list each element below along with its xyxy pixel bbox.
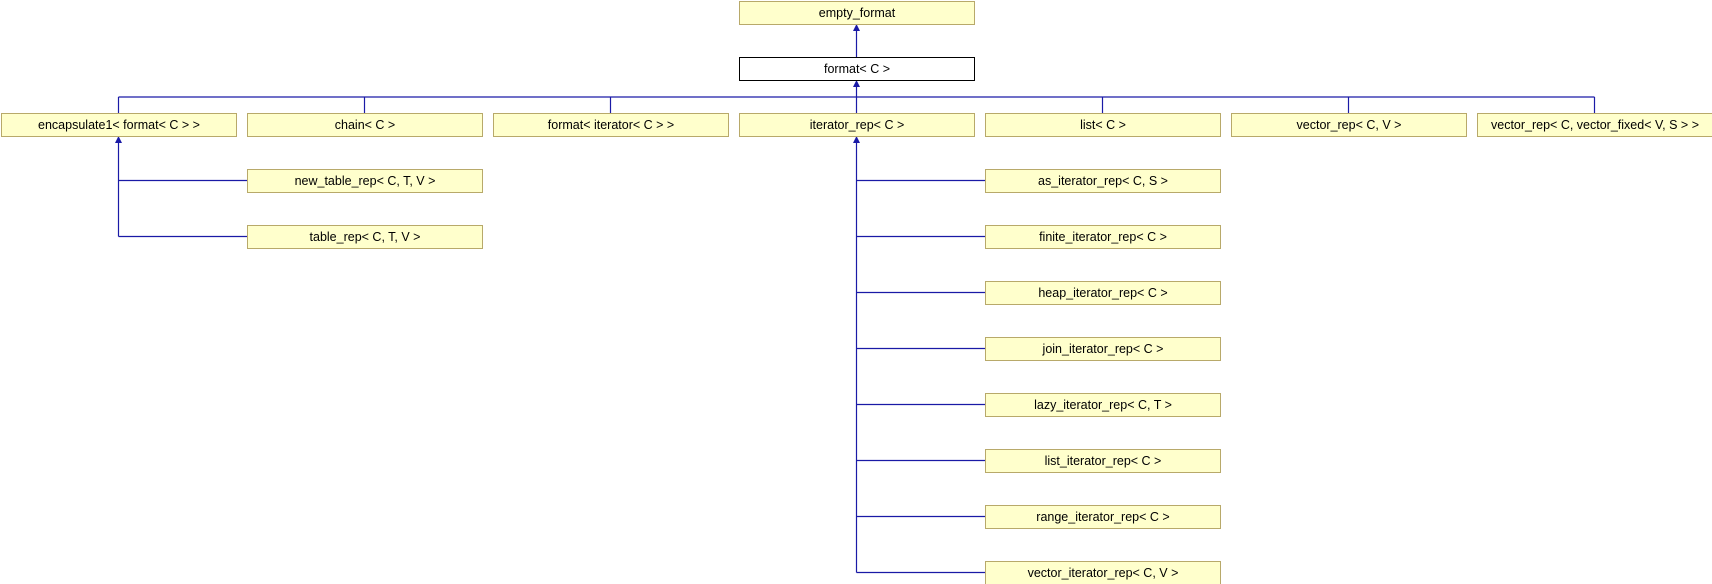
class-node-new-table-rep[interactable]: new_table_rep< C, T, V >: [247, 169, 483, 193]
class-label: finite_iterator_rep< C >: [1039, 230, 1167, 244]
class-box[interactable]: [985, 393, 1221, 417]
class-box[interactable]: [985, 169, 1221, 193]
class-label: lazy_iterator_rep< C, T >: [1034, 398, 1172, 412]
class-label: list_iterator_rep< C >: [1045, 454, 1162, 468]
class-box[interactable]: [1231, 113, 1467, 137]
class-label: as_iterator_rep< C, S >: [1038, 174, 1168, 188]
class-node-table-rep[interactable]: table_rep< C, T, V >: [247, 225, 483, 249]
class-box[interactable]: [739, 57, 975, 81]
class-box[interactable]: [739, 1, 975, 25]
arrowhead-iterator_rep: [853, 136, 860, 143]
class-node-vector-rep-fixed[interactable]: vector_rep< C, vector_fixed< V, S > >: [1477, 113, 1712, 137]
class-box[interactable]: [985, 505, 1221, 529]
class-label: format< C >: [824, 62, 890, 76]
arrowhead-encapsulate1: [115, 136, 122, 143]
class-box[interactable]: [985, 449, 1221, 473]
class-node-vector-iterator-rep[interactable]: vector_iterator_rep< C, V >: [985, 561, 1221, 584]
arrowhead-format: [853, 80, 860, 87]
class-box[interactable]: [493, 113, 729, 137]
class-box[interactable]: [1477, 113, 1712, 137]
class-label: new_table_rep< C, T, V >: [295, 174, 436, 188]
class-node-format[interactable]: format< C >: [739, 57, 975, 81]
class-node-lazy-iterator-rep[interactable]: lazy_iterator_rep< C, T >: [985, 393, 1221, 417]
class-label: list< C >: [1080, 118, 1126, 132]
class-label: table_rep< C, T, V >: [310, 230, 421, 244]
class-node-finite-iterator-rep[interactable]: finite_iterator_rep< C >: [985, 225, 1221, 249]
class-box[interactable]: [985, 113, 1221, 137]
class-label: vector_rep< C, V >: [1297, 118, 1402, 132]
class-label: range_iterator_rep< C >: [1036, 510, 1169, 524]
class-box[interactable]: [985, 225, 1221, 249]
class-label: vector_rep< C, vector_fixed< V, S > >: [1491, 118, 1699, 132]
class-label: empty_format: [819, 6, 896, 20]
class-label: vector_iterator_rep< C, V >: [1028, 566, 1179, 580]
class-node-iterator-rep[interactable]: iterator_rep< C >: [739, 113, 975, 137]
class-node-format-iterator[interactable]: format< iterator< C > >: [493, 113, 729, 137]
class-box[interactable]: [739, 113, 975, 137]
class-node-heap-iterator-rep[interactable]: heap_iterator_rep< C >: [985, 281, 1221, 305]
class-node-empty-format[interactable]: empty_format: [739, 1, 975, 25]
class-node-chain[interactable]: chain< C >: [247, 113, 483, 137]
class-node-as-iterator-rep[interactable]: as_iterator_rep< C, S >: [985, 169, 1221, 193]
class-label: format< iterator< C > >: [548, 118, 674, 132]
class-box[interactable]: [985, 337, 1221, 361]
class-label: encapsulate1< format< C > >: [38, 118, 200, 132]
class-label: chain< C >: [335, 118, 395, 132]
class-box[interactable]: [247, 225, 483, 249]
class-label: iterator_rep< C >: [810, 118, 905, 132]
class-box[interactable]: [985, 561, 1221, 584]
class-node-range-iterator-rep[interactable]: range_iterator_rep< C >: [985, 505, 1221, 529]
class-node-join-iterator-rep[interactable]: join_iterator_rep< C >: [985, 337, 1221, 361]
class-node-vector-rep[interactable]: vector_rep< C, V >: [1231, 113, 1467, 137]
class-label: join_iterator_rep< C >: [1042, 342, 1164, 356]
class-node-encapsulate1[interactable]: encapsulate1< format< C > >: [1, 113, 237, 137]
class-box[interactable]: [247, 113, 483, 137]
class-box[interactable]: [1, 113, 237, 137]
class-node-list-iterator-rep[interactable]: list_iterator_rep< C >: [985, 449, 1221, 473]
edges-layer: [115, 24, 1596, 574]
arrowhead-empty_format: [853, 24, 860, 31]
class-box[interactable]: [247, 169, 483, 193]
class-box[interactable]: [985, 281, 1221, 305]
class-node-list[interactable]: list< C >: [985, 113, 1221, 137]
class-label: heap_iterator_rep< C >: [1038, 286, 1167, 300]
